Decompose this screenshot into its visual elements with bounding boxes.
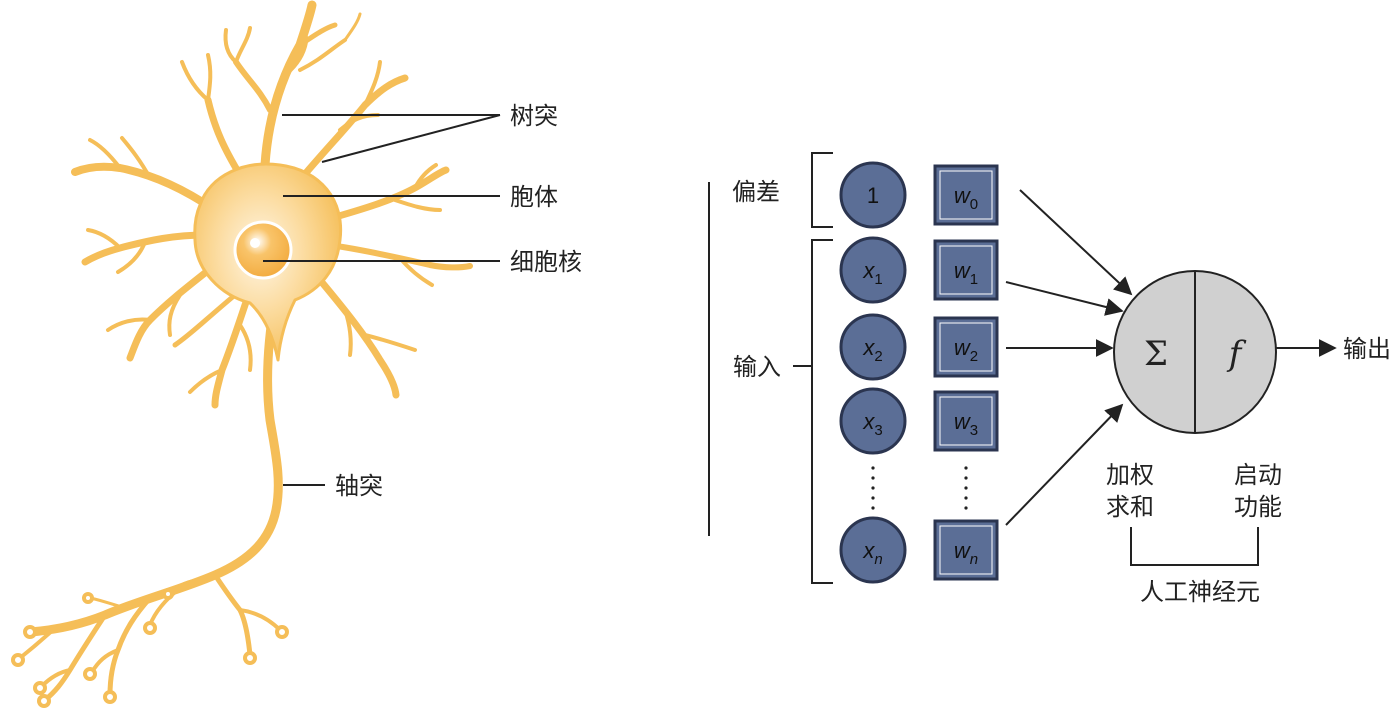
label-weighted-sum-2: 求和 <box>1106 493 1154 521</box>
weight-w3: w3 <box>933 390 999 452</box>
w2-sub: 2 <box>970 348 978 365</box>
input-node-dots <box>871 466 875 510</box>
dendrites <box>71 0 473 409</box>
input-node-x1: x1 <box>839 236 907 304</box>
xn-sub: n <box>874 551 882 568</box>
weight-dots <box>964 466 968 510</box>
label-axon: 轴突 <box>335 472 383 500</box>
svg-text:x3: x3 <box>862 409 882 439</box>
weight-w2: w2 <box>933 316 999 378</box>
svg-text:w2: w2 <box>954 335 978 365</box>
w1-var: w <box>954 258 972 283</box>
label-artificial-neuron: 人工神经元 <box>1140 578 1260 606</box>
svg-text:x1: x1 <box>862 258 882 288</box>
weight-arrows <box>1005 189 1133 526</box>
x2-var: x <box>862 335 875 360</box>
weight-w0: w0 <box>933 164 999 226</box>
dendrite-leader-2 <box>321 114 501 163</box>
label-weighted-sum-1: 加权 <box>1106 461 1154 489</box>
svg-text:xn: xn <box>862 538 882 568</box>
arrow-w1 <box>1005 281 1124 316</box>
biological-neuron <box>11 0 473 708</box>
svg-text:x2: x2 <box>862 335 882 365</box>
input-node-x2: x2 <box>839 313 907 381</box>
x3-sub: 3 <box>874 422 882 439</box>
bias-node: 1 <box>839 161 907 229</box>
nucleus <box>233 220 293 280</box>
weight-boxes: w0 w1 w2 w3 <box>933 164 999 581</box>
x1-var: x <box>862 258 875 283</box>
label-input: 输入 <box>733 353 781 381</box>
bias-node-value: 1 <box>867 183 879 208</box>
x1-sub: 1 <box>874 271 882 288</box>
label-dendrite: 树突 <box>510 102 558 130</box>
bias-bracket <box>811 152 833 228</box>
label-soma: 胞体 <box>510 183 558 211</box>
axon-terminals <box>11 588 289 708</box>
w0-sub: 0 <box>970 196 978 213</box>
xn-var: x <box>862 538 875 563</box>
label-bias: 偏差 <box>732 178 780 206</box>
weight-w1: w1 <box>933 239 999 301</box>
label-activation-1: 启动 <box>1234 461 1282 489</box>
svg-text:w0: w0 <box>954 183 978 213</box>
svg-text:w3: w3 <box>954 409 978 439</box>
wn-var: w <box>954 538 972 563</box>
axon <box>18 295 283 703</box>
w2-var: w <box>954 335 972 360</box>
sum-symbol: Σ <box>1144 334 1168 374</box>
unit-bracket <box>1130 527 1259 566</box>
bio-leaders <box>263 114 501 486</box>
arrow-wn <box>1005 403 1124 526</box>
x3-var: x <box>862 409 875 434</box>
artificial-neuron-model: 偏差 输入 1 x1 x2 <box>708 152 1391 606</box>
wn-sub: n <box>970 551 978 568</box>
label-activation-2: 功能 <box>1234 493 1282 521</box>
label-nucleus: 细胞核 <box>510 248 582 276</box>
arrow-w0 <box>1019 189 1133 296</box>
w0-var: w <box>954 183 972 208</box>
input-node-x3: x3 <box>839 387 907 455</box>
neuron-unit: Σ f <box>1113 270 1277 434</box>
w1-sub: 1 <box>970 271 978 288</box>
input-bracket <box>811 239 833 584</box>
w3-sub: 3 <box>970 422 978 439</box>
x2-sub: 2 <box>874 348 882 365</box>
weight-wn: wn <box>933 519 999 581</box>
w3-var: w <box>954 409 972 434</box>
input-node-xn: xn <box>839 516 907 584</box>
label-output: 输出 <box>1343 335 1391 363</box>
svg-text:wn: wn <box>954 538 978 568</box>
svg-text:w1: w1 <box>954 258 978 288</box>
input-nodes: 1 x1 x2 x3 <box>839 161 907 584</box>
